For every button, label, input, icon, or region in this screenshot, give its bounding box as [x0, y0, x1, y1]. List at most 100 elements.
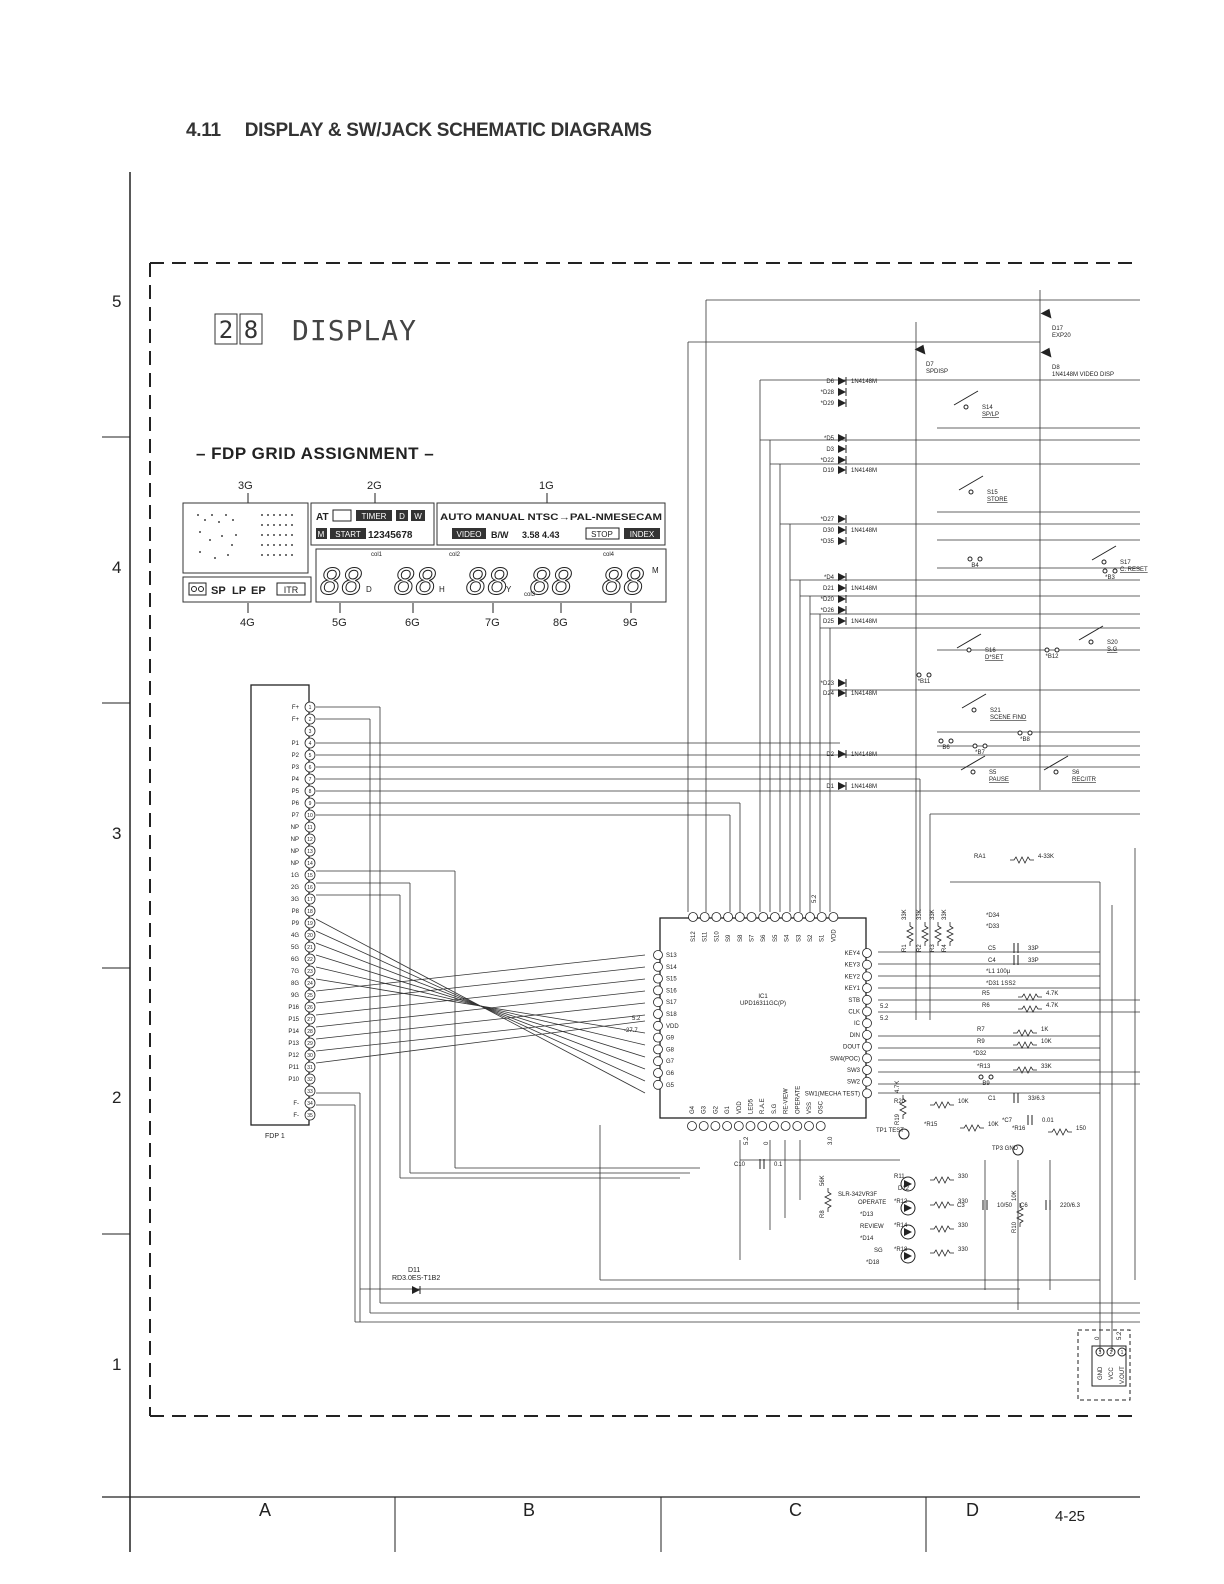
capacitor-ref: C4	[988, 958, 996, 964]
resistor-symbol	[930, 1176, 954, 1184]
ic1-pin-circle	[653, 1068, 663, 1078]
fdp-pin-label: 2G	[291, 885, 299, 891]
fdp-pin-circle	[304, 1037, 316, 1049]
ic1-pin-label: S4	[785, 934, 791, 942]
grid-label: 4G	[240, 617, 255, 629]
ic1-pin-label: G6	[666, 1071, 675, 1077]
switch-name: STORE	[987, 497, 1008, 503]
fdp-pin-circle	[304, 1001, 316, 1013]
fdp-pin-circle	[304, 965, 316, 977]
capacitor-value: 33/6.3	[1028, 1096, 1045, 1102]
segment-bw: B/W	[491, 530, 509, 540]
segment-numbers: 12345678	[368, 530, 413, 541]
digit-mark: col2	[449, 552, 461, 558]
ic1-pin-label: S13	[666, 953, 677, 959]
ic1-pin-circle	[710, 1121, 721, 1131]
diode-ref: D19	[823, 468, 835, 474]
fdp-pin-circle	[304, 725, 316, 737]
ic1-pin-circle	[653, 1020, 663, 1031]
resistor-symbol	[930, 1249, 954, 1257]
supply-label: 5.2	[744, 1136, 750, 1145]
resistor-ref: R9	[977, 1039, 985, 1045]
capacitor-value: 33P	[1028, 946, 1039, 952]
grid-column-label: D	[966, 1500, 979, 1520]
switch-lever	[958, 475, 984, 491]
switch-contact	[1088, 639, 1094, 645]
ic1-pin-circle	[862, 1018, 872, 1029]
diode-part: 1N4148M	[851, 691, 877, 697]
led-ref: *D13	[860, 1212, 874, 1218]
ic1-pin-circle	[653, 1044, 663, 1055]
ic1-pin-circle	[862, 959, 872, 970]
fdp-pin-label: 3G	[291, 897, 299, 903]
resistor-value: 33K	[930, 909, 936, 920]
fdp-pin-circle	[304, 893, 316, 905]
diode-ref: D21	[823, 586, 835, 592]
jumper-ref: *B12	[1045, 654, 1059, 660]
ic1-pin-label: G1	[725, 1105, 731, 1114]
fdp-pin-circle	[304, 1013, 316, 1025]
jumper-pad	[1102, 568, 1108, 574]
jumper-ref: B9	[982, 1081, 990, 1087]
diode-symbol	[838, 445, 846, 453]
ic1-pin-label: R.A.E	[760, 1098, 766, 1114]
fdp-pin-circle	[304, 749, 316, 761]
fdp-pin-label: P1	[292, 741, 300, 747]
fdp-pin-circle	[304, 833, 316, 845]
fdp-pin-number: 4	[309, 741, 312, 747]
fdp-pin-circle	[304, 953, 316, 965]
digit-pair: 88	[466, 562, 509, 603]
diode-ref: *D22	[821, 458, 835, 464]
fdp-pin-label: F-	[293, 1101, 299, 1107]
switch-contact	[963, 404, 969, 410]
resistor-symbol	[1018, 1005, 1042, 1013]
ic1-pin-circle	[862, 1006, 872, 1017]
resistor-symbol	[1013, 1029, 1037, 1037]
digit-mark: Y	[506, 585, 512, 594]
led-part: SLR-342VR3F	[838, 1192, 877, 1198]
ic1-pin-label: CLK	[848, 1010, 860, 1016]
ic1-pin-circle	[862, 1053, 872, 1064]
fdp-pin-label: P13	[288, 1041, 299, 1047]
diode-part: 1N4148M	[851, 468, 877, 474]
diode-symbol	[838, 434, 846, 442]
fdp-pin-circle	[304, 1097, 316, 1109]
ic1-pin-label: OPERATE	[795, 1086, 801, 1114]
ic1-pin-label: VDD	[737, 1101, 743, 1114]
resistor-ref: R7	[977, 1027, 985, 1033]
diode-symbol	[838, 515, 846, 523]
resistor-value: 1K	[1041, 1027, 1048, 1033]
ic1-pin-circle	[862, 948, 872, 958]
jumper-pad	[988, 1074, 994, 1080]
resistor-symbol	[1013, 1041, 1037, 1049]
fdp-pin-circle	[304, 809, 316, 821]
diode-ref: D24	[823, 691, 835, 697]
page-number: 4-25	[1055, 1508, 1086, 1525]
segment-itr: ITR	[284, 585, 299, 595]
switch-contact	[971, 707, 977, 713]
switch-contact	[1101, 559, 1107, 565]
resistor-ref: R20	[894, 1099, 906, 1105]
resistor-symbol	[824, 1188, 832, 1212]
board-number-digit: 2	[219, 316, 233, 344]
fdp-pin-label: P8	[292, 909, 300, 915]
diode-symbol	[838, 689, 846, 697]
switch-name: C. RESET	[1120, 567, 1148, 573]
diode-symbol	[838, 617, 846, 625]
fdp-pin-circle	[304, 1049, 316, 1061]
switch-lever	[1043, 755, 1069, 771]
section-number: 4.11	[186, 120, 221, 141]
ic1-pin-circle	[793, 912, 804, 922]
fdp1-ref: FDP 1	[265, 1133, 285, 1140]
resistor-value: 10K	[1041, 1039, 1052, 1045]
ic1-pin-circle	[653, 950, 663, 960]
switch-name: SCENE FIND	[990, 715, 1027, 721]
fdp-pin-number: 32	[307, 1077, 313, 1083]
tp1-label: TP1 TEST	[876, 1128, 904, 1134]
jumper-pad	[926, 672, 932, 678]
switch-lever	[1091, 545, 1117, 561]
grid-column-label: C	[789, 1500, 802, 1520]
resistor-symbol	[1018, 993, 1042, 1001]
fdp-pin-circle	[304, 1085, 316, 1097]
